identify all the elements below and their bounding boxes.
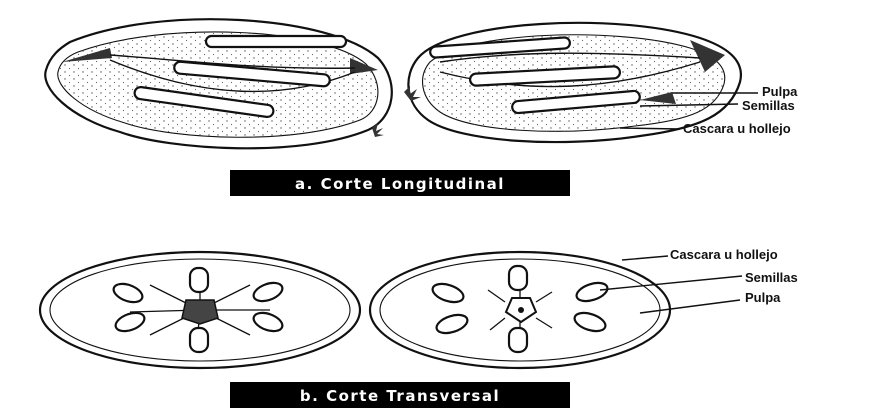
- seed: [206, 36, 346, 47]
- seed: [509, 328, 527, 352]
- label-cascara-transverse: Cascara u hollejo: [670, 247, 778, 262]
- title-banner-longitudinal: a. Corte Longitudinal: [230, 170, 570, 196]
- label-semillas-transverse: Semillas: [745, 270, 798, 285]
- seed: [190, 328, 208, 352]
- label-pulpa: Pulpa: [762, 84, 798, 99]
- label-cascara: Cascara u hollejo: [683, 121, 791, 136]
- seed: [509, 266, 527, 290]
- title-banner-transverse: b. Corte Transversal: [230, 382, 570, 408]
- transverse-left-slice: [40, 252, 360, 368]
- longitudinal-left-half: [45, 19, 392, 148]
- svg-text:a. Corte Longitudinal: a. Corte Longitudinal: [295, 175, 505, 193]
- label-pulpa-transverse: Pulpa: [745, 290, 781, 305]
- svg-text:b. Corte Transversal: b. Corte Transversal: [300, 387, 500, 405]
- label-semillas: Semillas: [742, 98, 795, 113]
- transverse-right-slice: [370, 252, 670, 368]
- seed: [190, 268, 208, 292]
